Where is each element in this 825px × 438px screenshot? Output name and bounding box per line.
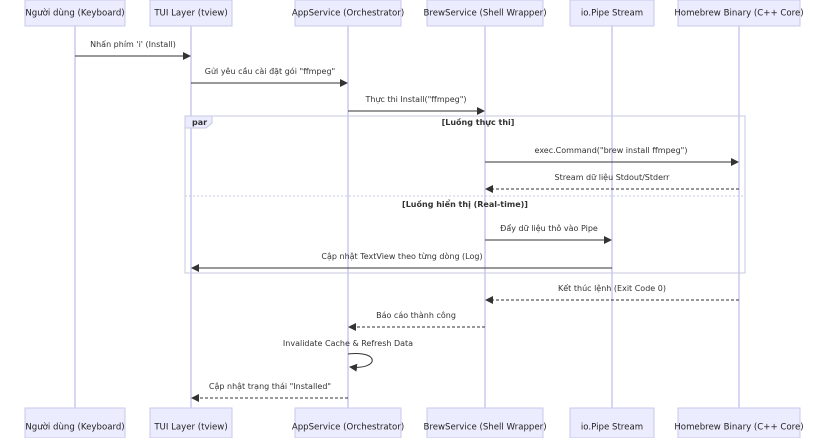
participant-pipe-bottom: io.Pipe Stream (569, 407, 655, 438)
message-label: Đẩy dữ liệu thô vào Pipe (500, 223, 598, 233)
messages: Nhấn phím 'i' (Install) Gửi yêu cầu cài … (75, 39, 739, 402)
message-label: Stream dữ liệu Stdout/Stderr (555, 172, 671, 182)
participant-brewservice-bottom: BrewService (Shell Wrapper) (423, 407, 547, 438)
participant-tui: TUI Layer (tview) (149, 0, 233, 27)
message-label: Cập nhật TextView theo từng dòng (Log) (321, 251, 482, 262)
participant-pipe: io.Pipe Stream (569, 0, 655, 27)
message-label: Báo cáo thành công (376, 310, 456, 320)
participant-user: Người dùng (Keyboard) (24, 0, 126, 27)
par-keyword: par (192, 118, 207, 127)
self-call-arrow (347, 352, 373, 372)
participants-bottom: Người dùng (Keyboard) TUI Layer (tview) … (24, 407, 804, 438)
lifelines (74, 26, 740, 408)
par-section-label: [Luồng thực thi] (442, 117, 515, 127)
participant-label: AppService (Orchestrator) (292, 423, 404, 433)
participant-label: BrewService (Shell Wrapper) (423, 423, 546, 433)
participant-appservice: AppService (Orchestrator) (292, 0, 404, 27)
participant-label: TUI Layer (tview) (153, 9, 227, 19)
participant-appservice-bottom: AppService (Orchestrator) (292, 407, 404, 438)
par-block: par [Luồng thực thi] [Luồng hiển thị (Re… (184, 115, 746, 274)
participant-label: Homebrew Binary (C++ Core) (674, 423, 803, 433)
participant-homebrew-bottom: Homebrew Binary (C++ Core) (674, 407, 804, 438)
participant-homebrew: Homebrew Binary (C++ Core) (674, 0, 804, 27)
participant-label: BrewService (Shell Wrapper) (423, 9, 546, 19)
message-label: Cập nhật trạng thái "Installed" (209, 382, 331, 392)
message-label: Thực thi Install("ffmpeg") (364, 95, 466, 105)
participant-brewservice: BrewService (Shell Wrapper) (423, 0, 547, 27)
participant-label: io.Pipe Stream (581, 9, 643, 19)
participant-tui-bottom: TUI Layer (tview) (149, 407, 233, 438)
participant-label: Homebrew Binary (C++ Core) (674, 9, 803, 19)
participant-label: AppService (Orchestrator) (292, 9, 404, 19)
participant-label: TUI Layer (tview) (153, 423, 227, 433)
par-tab (184, 115, 213, 129)
message-label: exec.Command("brew install ffmpeg") (535, 146, 688, 155)
par-frame (184, 115, 746, 274)
participant-label: io.Pipe Stream (581, 423, 643, 433)
participant-user-bottom: Người dùng (Keyboard) (24, 407, 126, 438)
par-section-label: [Luồng hiển thị (Real-time)] (402, 198, 528, 209)
message-label: Invalidate Cache & Refresh Data (283, 339, 413, 348)
participant-label: Người dùng (Keyboard) (25, 422, 124, 433)
message-label: Nhấn phím 'i' (Install) (90, 39, 176, 49)
participants-top: Người dùng (Keyboard) TUI Layer (tview) … (24, 0, 804, 27)
message-label: Gửi yêu cầu cài đặt gói "ffmpeg" (205, 66, 335, 77)
message-label: Kết thúc lệnh (Exit Code 0) (558, 283, 666, 293)
participant-label: Người dùng (Keyboard) (25, 8, 124, 19)
